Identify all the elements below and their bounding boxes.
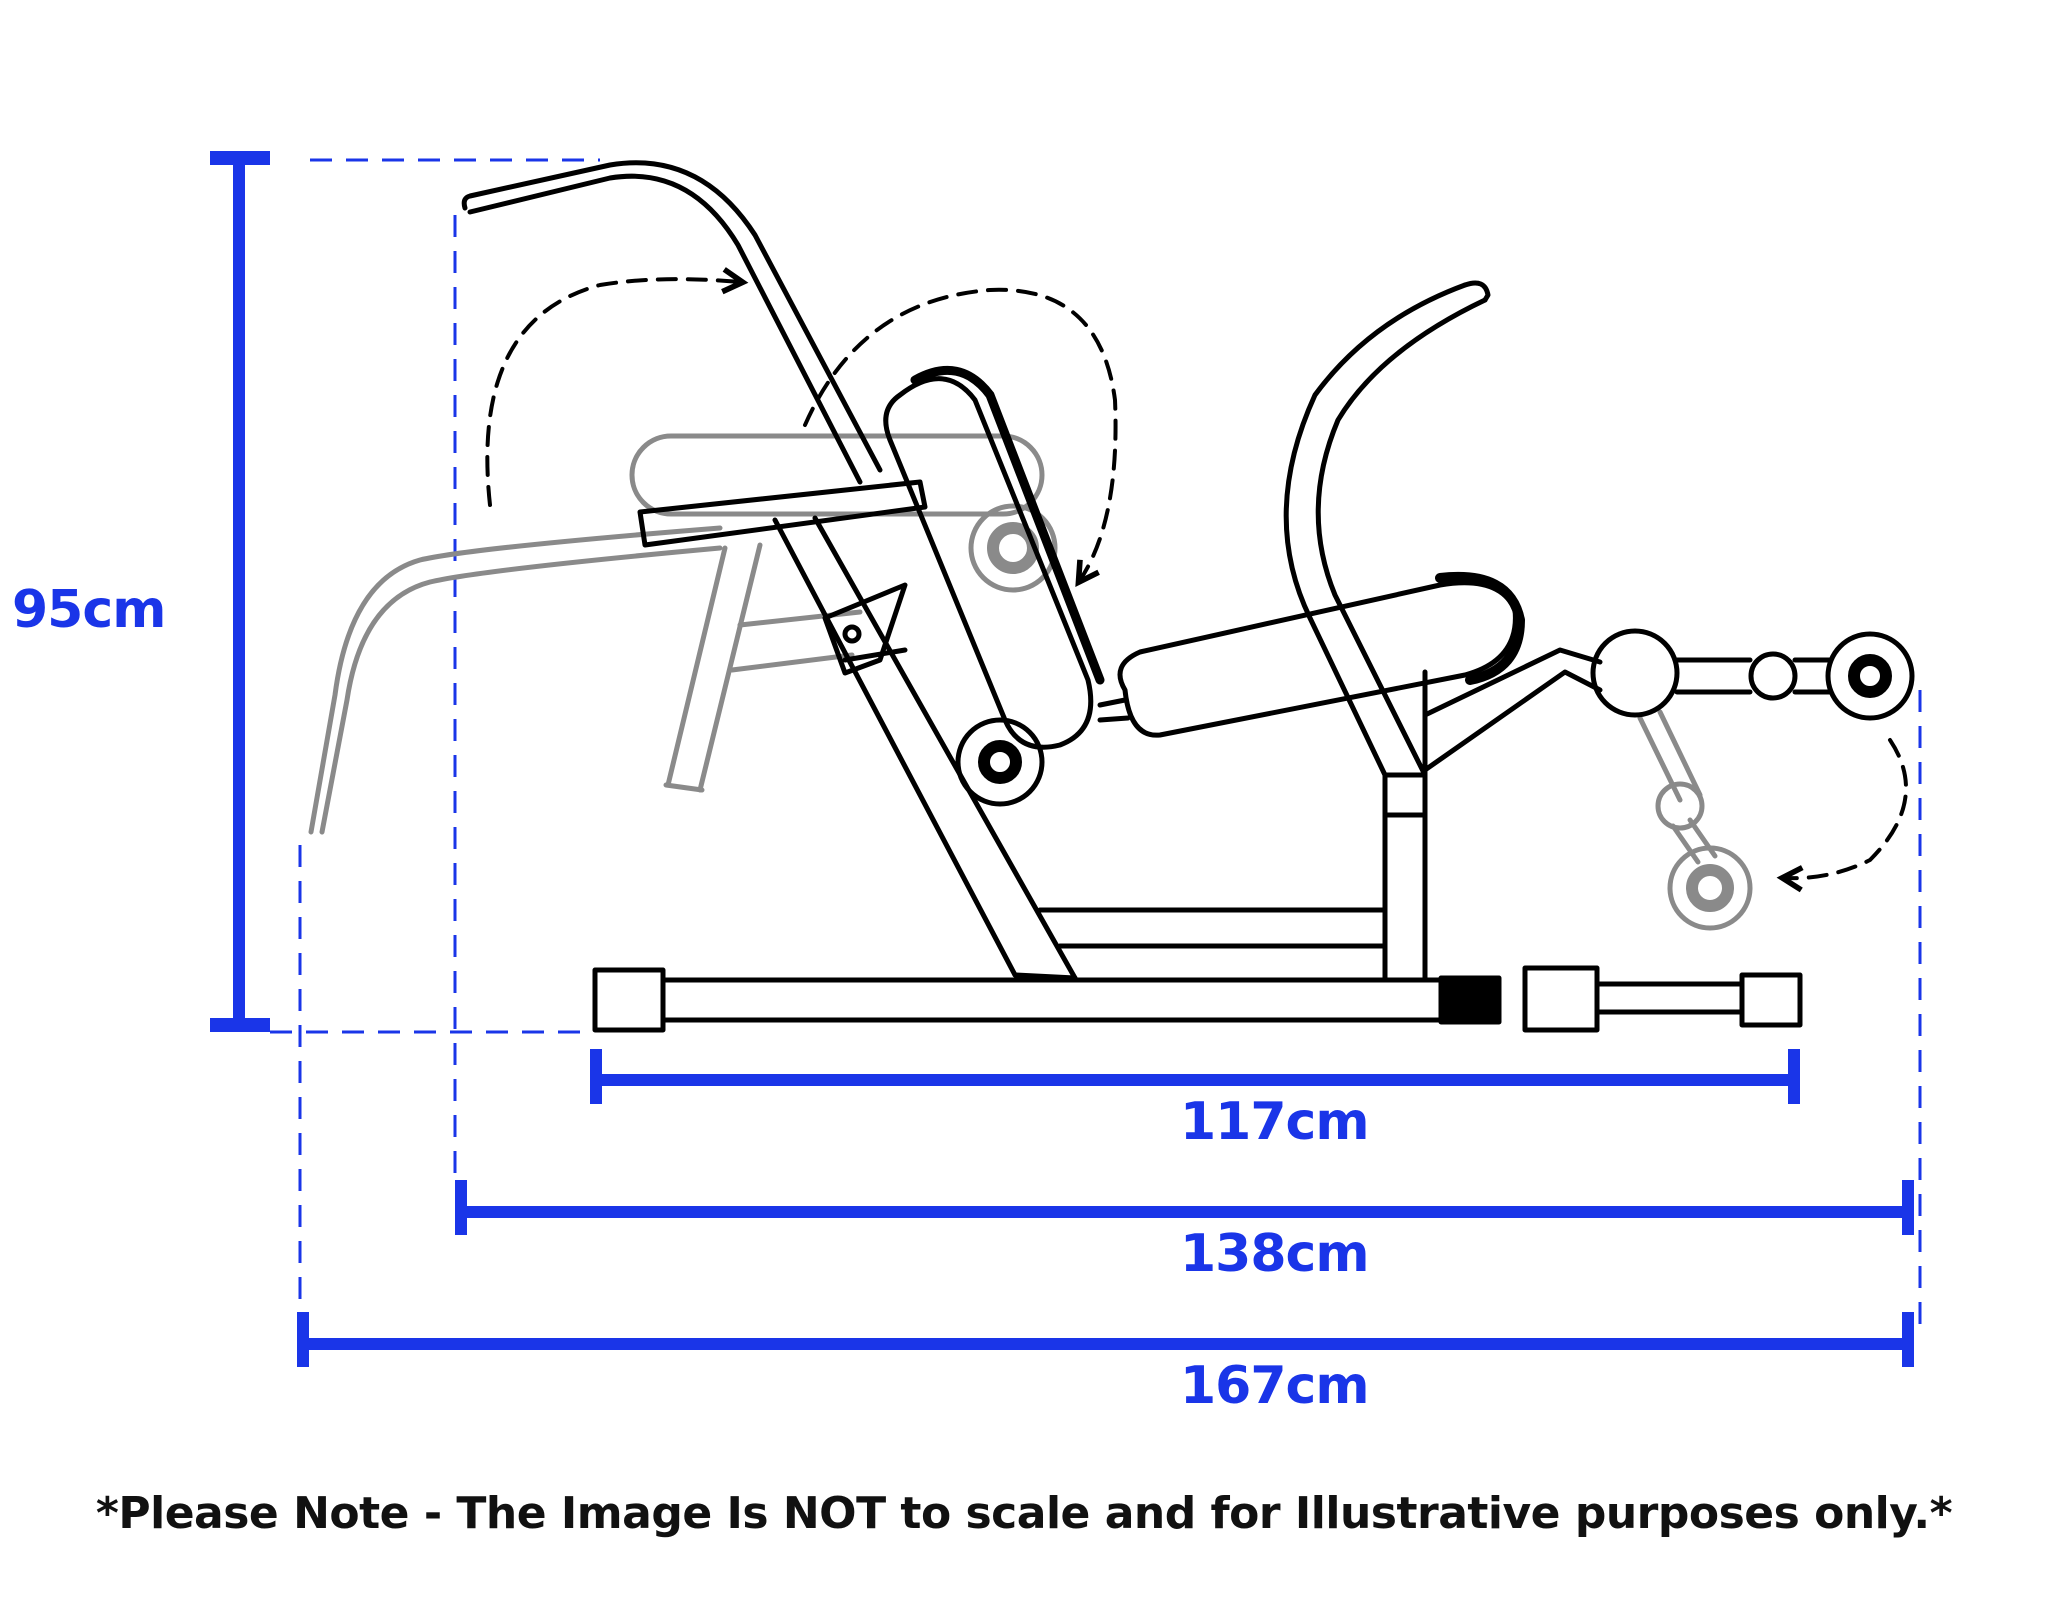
full-length-dimension-bar [297,1312,1914,1367]
equipment-frame [461,160,1915,1033]
mid-length-label: 138cm [1180,1224,1370,1284]
height-dimension-bar [210,151,270,1032]
disclaimer-note: *Please Note - The Image Is NOT to scale… [95,1488,1953,1539]
folded-position-ghost [308,433,1753,931]
extension-lines [270,158,1922,1330]
base-length-label: 117cm [1180,1092,1370,1152]
height-label: 95cm [12,580,166,640]
full-length-label: 167cm [1180,1356,1370,1416]
mid-length-dimension-bar [455,1180,1914,1235]
base-length-dimension-bar [590,1049,1800,1104]
movement-arrows [485,279,1908,878]
